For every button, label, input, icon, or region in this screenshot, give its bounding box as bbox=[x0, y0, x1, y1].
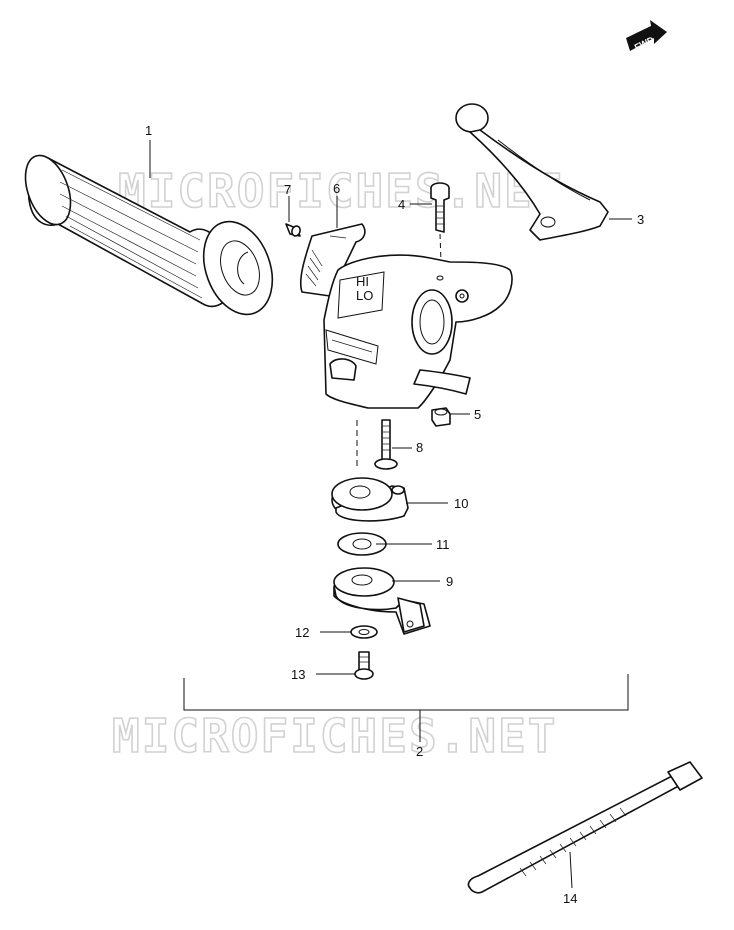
callout-5: 5 bbox=[474, 407, 481, 422]
lo-marking: LO bbox=[356, 288, 373, 303]
small-screw bbox=[285, 223, 301, 237]
callout-12: 12 bbox=[295, 625, 309, 640]
fwd-arrow-icon: FWD bbox=[626, 20, 667, 52]
cable-tie bbox=[467, 761, 703, 894]
callout-13: 13 bbox=[291, 667, 305, 682]
grip bbox=[24, 154, 274, 316]
callout-11: 11 bbox=[436, 537, 450, 552]
throttle-pulley bbox=[333, 567, 431, 635]
long-screw bbox=[356, 419, 398, 470]
callout-8: 8 bbox=[416, 440, 423, 455]
callout-3: 3 bbox=[637, 212, 644, 227]
callout-10: 10 bbox=[454, 496, 468, 511]
callout-2: 2 bbox=[416, 744, 423, 759]
leader-lines bbox=[149, 140, 632, 889]
callout-6: 6 bbox=[333, 181, 340, 196]
nut bbox=[431, 407, 451, 427]
hi-marking: HI bbox=[356, 274, 369, 289]
watermark-top: MICROFICHES.NET bbox=[118, 164, 563, 218]
callout-1: 1 bbox=[145, 123, 152, 138]
short-screw bbox=[354, 651, 374, 680]
throttle-housing bbox=[331, 477, 409, 522]
assembly-bracket bbox=[183, 674, 629, 742]
small-washer bbox=[350, 625, 378, 639]
pivot-bolt bbox=[430, 182, 450, 263]
switch-housing: HI LO bbox=[323, 254, 513, 409]
callout-7: 7 bbox=[284, 182, 291, 197]
callouts: 1 2 3 4 5 6 7 8 9 10 11 12 13 14 bbox=[145, 123, 644, 906]
callout-4: 4 bbox=[398, 197, 405, 212]
callout-9: 9 bbox=[446, 574, 453, 589]
watermark-bottom: MICROFICHES.NET bbox=[112, 709, 557, 763]
callout-14: 14 bbox=[563, 891, 577, 906]
lever bbox=[455, 103, 609, 241]
